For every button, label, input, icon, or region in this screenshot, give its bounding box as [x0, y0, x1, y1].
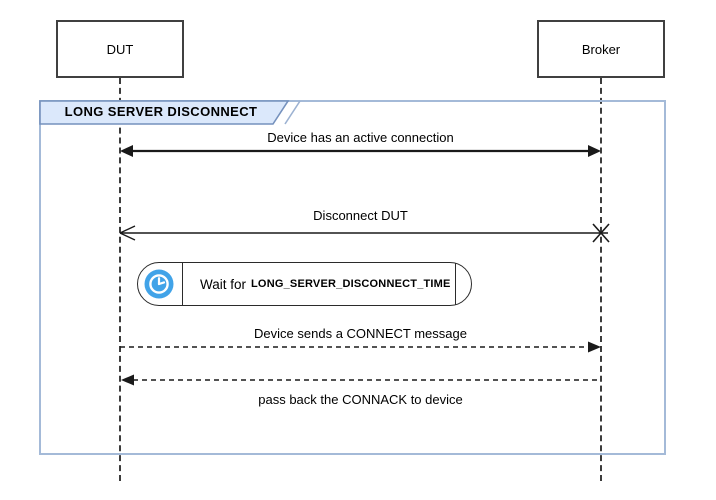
delay-divider-right [455, 263, 456, 305]
actor-box-broker: Broker [537, 20, 665, 78]
delay-text-prefix: Wait for [200, 276, 247, 292]
delay-box: Wait for LONG_SERVER_DISCONNECT_TIME [137, 262, 472, 306]
delay-divider-left [182, 263, 183, 305]
delay-constant: LONG_SERVER_DISCONNECT_TIME [251, 278, 451, 290]
lifeline-broker [600, 78, 602, 481]
actor-box-dut: DUT [56, 20, 184, 78]
delay-text: Wait for LONG_SERVER_DISCONNECT_TIME [200, 263, 451, 305]
arrowhead-right [588, 145, 601, 157]
lifeline-dut [119, 78, 121, 481]
arrowhead-left [120, 145, 133, 157]
clock-icon [144, 269, 174, 299]
message-4-arrow-dashed-left [121, 374, 601, 386]
arrowhead-right [588, 341, 601, 353]
frame-long-server-disconnect: LONG SERVER DISCONNECT [39, 100, 666, 455]
open-arrowhead-left [119, 225, 136, 234]
message-lost-x-icon [592, 223, 610, 243]
message-3-arrow-dashed-right [120, 341, 601, 353]
message-2-arrow-open-with-x [119, 223, 610, 243]
frame-title: LONG SERVER DISCONNECT [64, 104, 258, 119]
message-1-label: Device has an active connection [267, 130, 454, 145]
message-3-label: Device sends a CONNECT message [254, 326, 467, 341]
actor-label-broker: Broker [581, 41, 621, 57]
actor-label-dut: DUT [106, 41, 134, 57]
message-2-label: Disconnect DUT [313, 208, 408, 223]
message-1-arrow-double-headed [120, 145, 601, 157]
frame-label-pentagon [39, 100, 301, 125]
message-4-label: pass back the CONNACK to device [258, 392, 463, 407]
arrowhead-left [121, 374, 134, 386]
